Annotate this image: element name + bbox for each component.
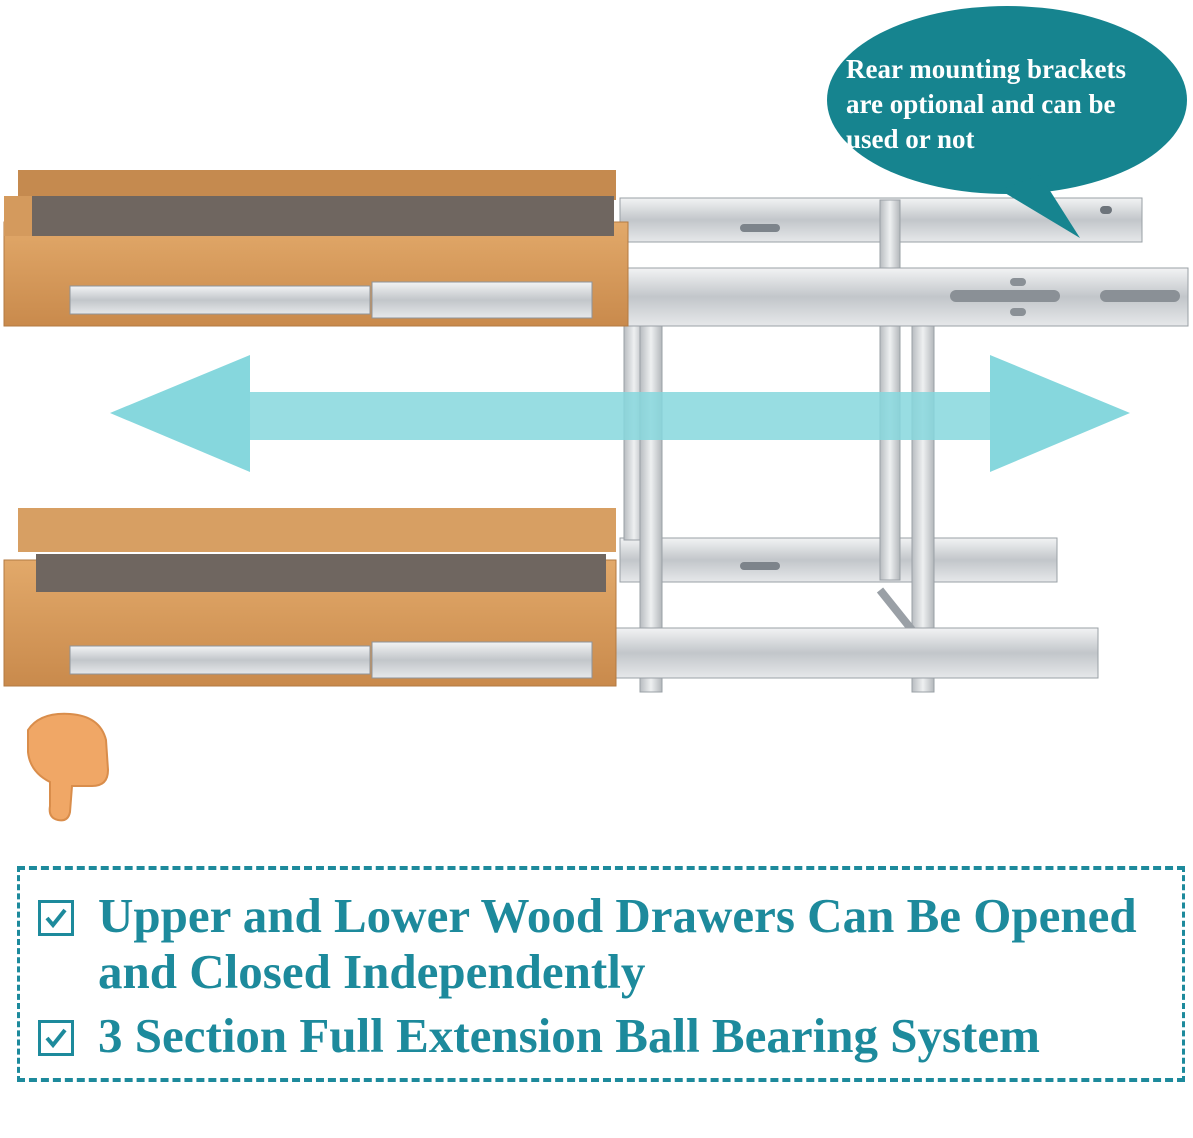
frame-front-rails <box>589 267 1189 679</box>
callout-line-1: Rear mounting brackets <box>846 54 1126 84</box>
feature-text: Upper and Lower Wood Drawers Can Be Open… <box>98 888 1137 943</box>
features-box: Upper and Lower Wood Drawers Can Be Open… <box>17 866 1185 1082</box>
callout-bubble <box>827 6 1187 238</box>
callout-line-2: are optional and can be <box>846 89 1116 119</box>
callout-text: Rear mounting brackets are optional and … <box>846 52 1176 157</box>
feature-text: 3 Section Full Extension Ball Bearing Sy… <box>98 1008 1040 1063</box>
checkbox-checked-icon <box>38 900 74 936</box>
feature-item: Upper and Lower Wood Drawers Can Be Open… <box>38 888 1178 1000</box>
pointing-hand-icon <box>27 712 110 822</box>
double-arrow-icon <box>110 355 1130 472</box>
rear-lower-rail <box>619 537 1058 583</box>
callout-line-3: used or not <box>846 124 975 154</box>
lower-wood-drawer <box>3 508 617 687</box>
feature-item: 3 Section Full Extension Ball Bearing Sy… <box>38 1008 1178 1064</box>
upper-wood-drawer <box>3 170 629 327</box>
feature-text-continued: and Closed Independently <box>98 944 646 999</box>
checkbox-checked-icon <box>38 1020 74 1056</box>
